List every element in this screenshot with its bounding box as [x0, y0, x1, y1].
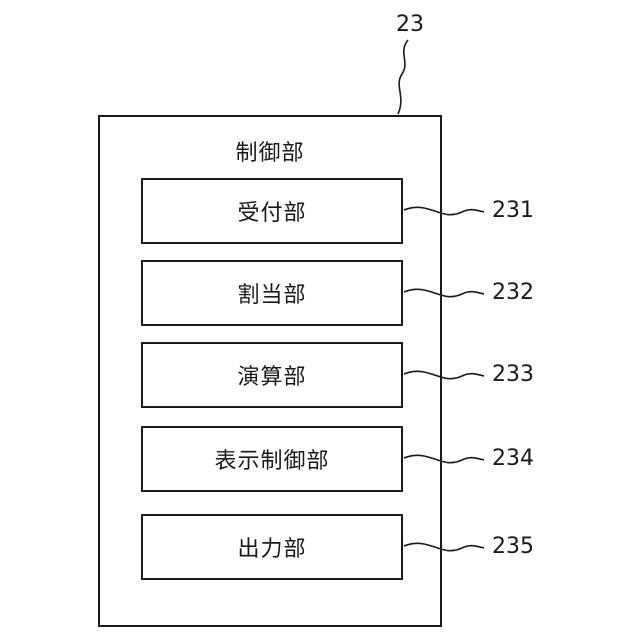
- unit-label-allocation: 割当部: [237, 277, 306, 309]
- unit-box-reception: 受付部: [141, 178, 403, 244]
- ref-numeral-control-unit: 23: [396, 12, 424, 37]
- ref-numeral-reception: 231: [492, 198, 534, 223]
- unit-box-display-control: 表示制御部: [141, 426, 403, 492]
- unit-label-display-control: 表示制御部: [214, 443, 329, 475]
- unit-label-output: 出力部: [237, 531, 306, 563]
- unit-box-computation: 演算部: [141, 342, 403, 408]
- leader-line-23: [398, 40, 408, 114]
- ref-numeral-output: 235: [492, 534, 534, 559]
- unit-box-allocation: 割当部: [141, 260, 403, 326]
- unit-box-output: 出力部: [141, 514, 403, 580]
- unit-label-reception: 受付部: [237, 195, 306, 227]
- ref-numeral-display-control: 234: [492, 446, 534, 471]
- unit-label-computation: 演算部: [237, 359, 306, 391]
- ref-numeral-allocation: 232: [492, 280, 534, 305]
- control-unit-label: 制御部: [100, 135, 440, 167]
- ref-numeral-computation: 233: [492, 362, 534, 387]
